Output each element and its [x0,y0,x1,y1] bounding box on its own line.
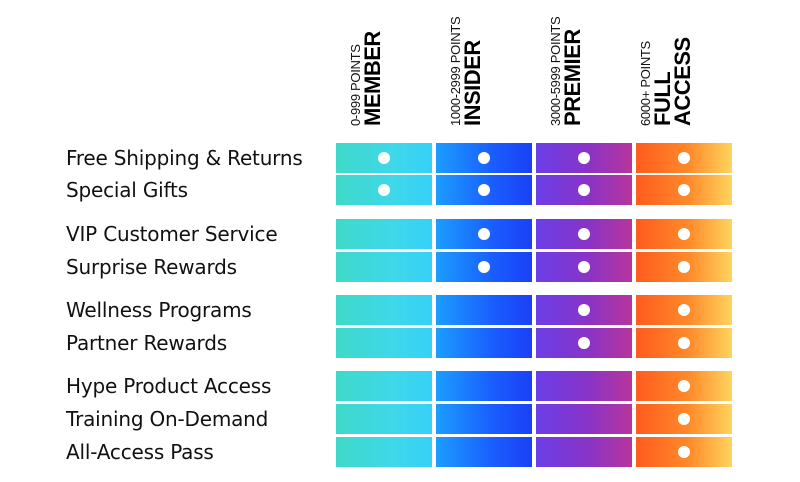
benefit-cell-premier [536,295,632,325]
tier-header-member: 0-999 POINTS MEMBER [336,6,436,126]
benefit-cell-insider [436,371,532,401]
tier-header-premier: 3000-5999 POINTS PREMIER [536,6,636,126]
tier-header-insider: 1000-2999 POINTS INSIDER [436,6,536,126]
feature-label: Training On-Demand [66,407,269,431]
included-dot-icon [678,261,690,273]
feature-label: Partner Rewards [66,331,227,355]
benefit-cell-premier [536,404,632,434]
included-dot-icon [578,152,590,164]
benefit-cell-premier [536,328,632,358]
benefit-cell-premier [536,219,632,249]
feature-label: Wellness Programs [66,298,252,322]
benefit-cell-insider [436,404,532,434]
benefit-cell-insider [436,175,532,205]
benefit-cell-full-access [636,371,732,401]
benefit-cell-full-access [636,295,732,325]
included-dot-icon [378,152,390,164]
benefit-cell-full-access [636,252,732,282]
included-dot-icon [578,228,590,240]
benefit-cell-member [336,437,432,467]
tier-name: ACCESS [670,37,695,126]
feature-label: Hype Product Access [66,374,272,398]
included-dot-icon [578,304,590,316]
included-dot-icon [478,152,490,164]
tier-header-full-access: 6000+ POINTS FULL ACCESS [636,6,736,126]
benefit-cell-full-access [636,219,732,249]
benefit-cell-full-access [636,328,732,358]
feature-label: Surprise Rewards [66,255,237,279]
included-dot-icon [678,152,690,164]
benefit-cell-full-access [636,143,732,173]
included-dot-icon [678,184,690,196]
benefit-cell-premier [536,371,632,401]
benefit-cell-insider [436,328,532,358]
feature-label: Special Gifts [66,178,188,202]
included-dot-icon [478,261,490,273]
tier-name: INSIDER [460,40,485,126]
included-dot-icon [678,304,690,316]
feature-label: Free Shipping & Returns [66,146,303,170]
included-dot-icon [478,184,490,196]
benefit-cell-insider [436,219,532,249]
benefit-cell-insider [436,252,532,282]
benefit-cell-full-access [636,404,732,434]
tier-name: PREMIER [560,29,585,126]
tier-name: MEMBER [360,31,385,126]
benefit-cell-premier [536,252,632,282]
benefit-cell-insider [436,295,532,325]
included-dot-icon [678,228,690,240]
benefit-cell-member [336,219,432,249]
included-dot-icon [678,413,690,425]
benefit-cell-premier [536,143,632,173]
benefit-cell-insider [436,143,532,173]
benefit-cell-insider [436,437,532,467]
included-dot-icon [378,184,390,196]
benefit-cell-member [336,252,432,282]
included-dot-icon [678,337,690,349]
benefit-cell-member [336,295,432,325]
included-dot-icon [578,184,590,196]
benefit-cell-member [336,328,432,358]
feature-label: VIP Customer Service [66,222,278,246]
included-dot-icon [678,446,690,458]
benefit-cell-member [336,371,432,401]
feature-label: All-Access Pass [66,440,214,464]
benefit-cell-premier [536,437,632,467]
included-dot-icon [678,380,690,392]
benefit-cell-full-access [636,437,732,467]
included-dot-icon [478,228,490,240]
benefit-cell-member [336,175,432,205]
benefit-cell-premier [536,175,632,205]
included-dot-icon [578,261,590,273]
benefit-cell-member [336,143,432,173]
benefit-cell-full-access [636,175,732,205]
benefit-cell-member [336,404,432,434]
included-dot-icon [578,337,590,349]
